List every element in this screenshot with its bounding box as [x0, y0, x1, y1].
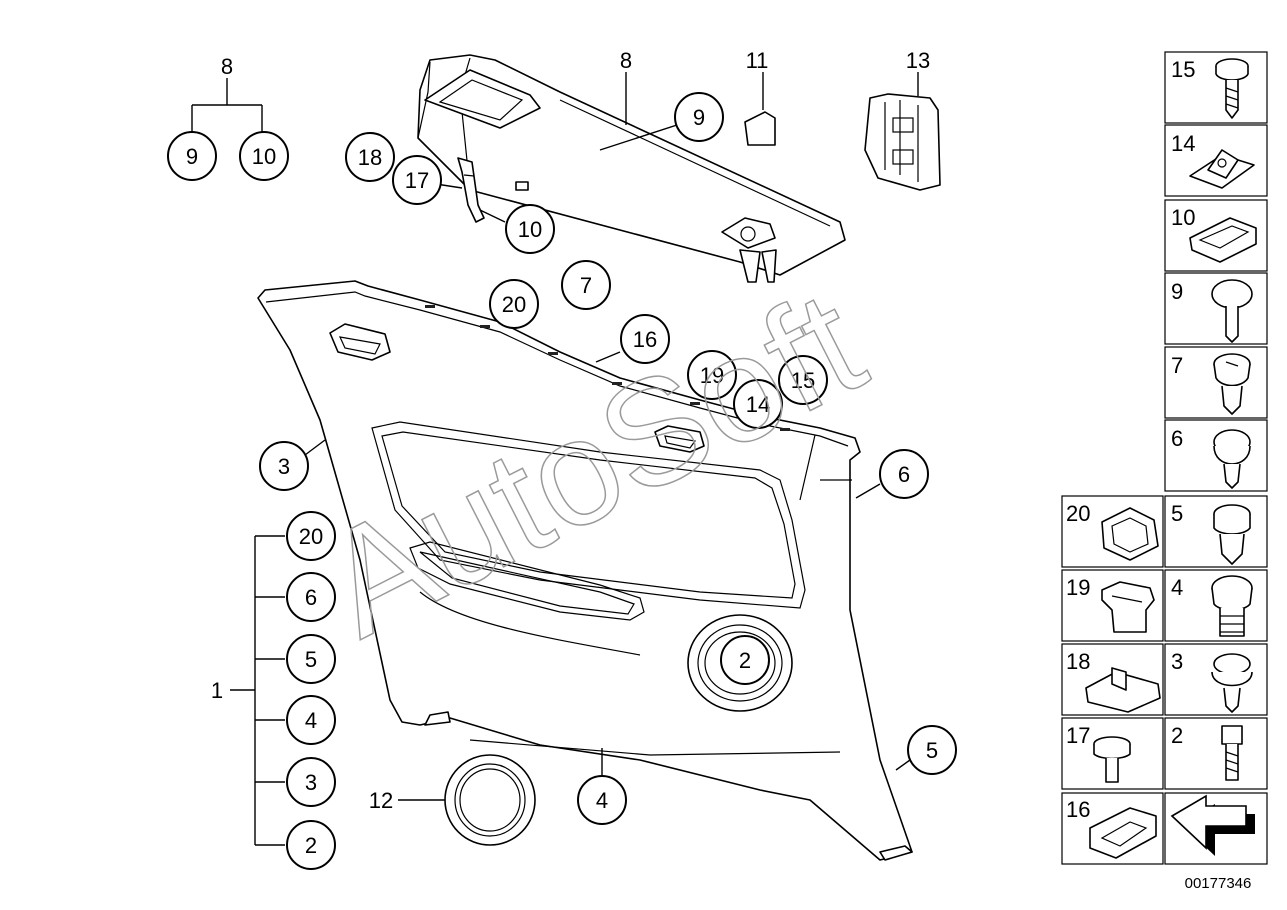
callout-2-group: 2 — [305, 833, 317, 858]
diagram-id: 00177346 — [1185, 875, 1252, 892]
callout-6-panel: 6 — [898, 462, 910, 487]
callout-3-panel: 3 — [278, 454, 290, 479]
rivet-6-icon — [1213, 429, 1251, 489]
callout-2-speaker: 2 — [739, 648, 751, 673]
clip-20-icon — [1101, 507, 1159, 561]
clip-nut-14-icon — [1189, 149, 1255, 189]
callout-17: 17 — [405, 168, 429, 193]
legend-label-5: 5 — [1171, 501, 1183, 526]
clip-16-icon — [1089, 807, 1157, 859]
screw-15-icon — [1215, 58, 1249, 119]
callout-5-panel: 5 — [926, 738, 938, 763]
callout-9-left: 9 — [186, 144, 198, 169]
callout-20-top: 20 — [502, 292, 526, 317]
callout-13: 13 — [906, 48, 930, 73]
legend-label-6: 6 — [1171, 426, 1183, 451]
legend-label-14: 14 — [1171, 131, 1195, 156]
callout-8-trim: 8 — [620, 48, 632, 73]
direction-arrow-icon — [1170, 794, 1255, 856]
callout-9-trim: 9 — [693, 105, 705, 130]
callout-4-group: 4 — [305, 708, 317, 733]
legend-label-3: 3 — [1171, 649, 1183, 674]
upper-trim-panel — [417, 54, 846, 283]
parts-legend: 15 14 10 9 7 6 20 5 19 4 18 3 17 2 16 — [1061, 51, 1268, 865]
bolt-2-icon — [1221, 725, 1243, 781]
grommet-12 — [444, 754, 536, 846]
callout-18: 18 — [358, 145, 382, 170]
legend-label-17: 17 — [1066, 723, 1090, 748]
callout-5-group: 5 — [305, 647, 317, 672]
callout-14: 14 — [746, 392, 770, 417]
push-pin-9-icon — [1211, 279, 1253, 343]
spring-clip-10-icon — [1189, 217, 1257, 263]
legend-label-18: 18 — [1066, 649, 1090, 674]
callout-6-group: 6 — [305, 585, 317, 610]
callout-11: 11 — [746, 48, 769, 73]
callout-1: 1 — [211, 678, 223, 703]
callout-20-group: 20 — [299, 524, 323, 549]
callout-4-panel: 4 — [596, 788, 608, 813]
clip-nut-18-icon — [1085, 667, 1161, 713]
grommet-4-icon — [1211, 575, 1253, 637]
legend-label-19: 19 — [1066, 575, 1090, 600]
legend-label-9: 9 — [1171, 279, 1183, 304]
legend-label-2: 2 — [1171, 723, 1183, 748]
callout-10-clip: 10 — [518, 217, 542, 242]
callout-10-left: 10 — [252, 144, 276, 169]
legend-label-20: 20 — [1066, 501, 1090, 526]
legend-label-16: 16 — [1066, 797, 1090, 822]
callout-16: 16 — [633, 327, 657, 352]
callout-7: 7 — [580, 273, 592, 298]
bracket-13 — [864, 93, 941, 191]
callout-15: 15 — [791, 368, 815, 393]
callout-3-group: 3 — [305, 770, 317, 795]
legend-label-10: 10 — [1171, 205, 1195, 230]
legend-label-15: 15 — [1171, 57, 1195, 82]
callout-19: 19 — [700, 363, 724, 388]
clip-5-icon — [1213, 504, 1251, 565]
legend-label-7: 7 — [1171, 353, 1183, 378]
part-11 — [744, 111, 776, 146]
callout-group: 8 9 10 18 17 10 8 9 11 13 7 20 16 19 14 … — [167, 48, 957, 870]
callout-8-top-left: 8 — [221, 54, 233, 79]
clip-17 — [457, 157, 485, 223]
clip-3-icon — [1211, 653, 1253, 713]
rivet-7-icon — [1213, 353, 1251, 415]
callout-12: 12 — [369, 788, 393, 813]
legend-label-4: 4 — [1171, 575, 1183, 600]
leader-lines — [191, 72, 919, 846]
bolt-17-icon — [1093, 736, 1131, 783]
clip-19-icon — [1101, 581, 1155, 633]
